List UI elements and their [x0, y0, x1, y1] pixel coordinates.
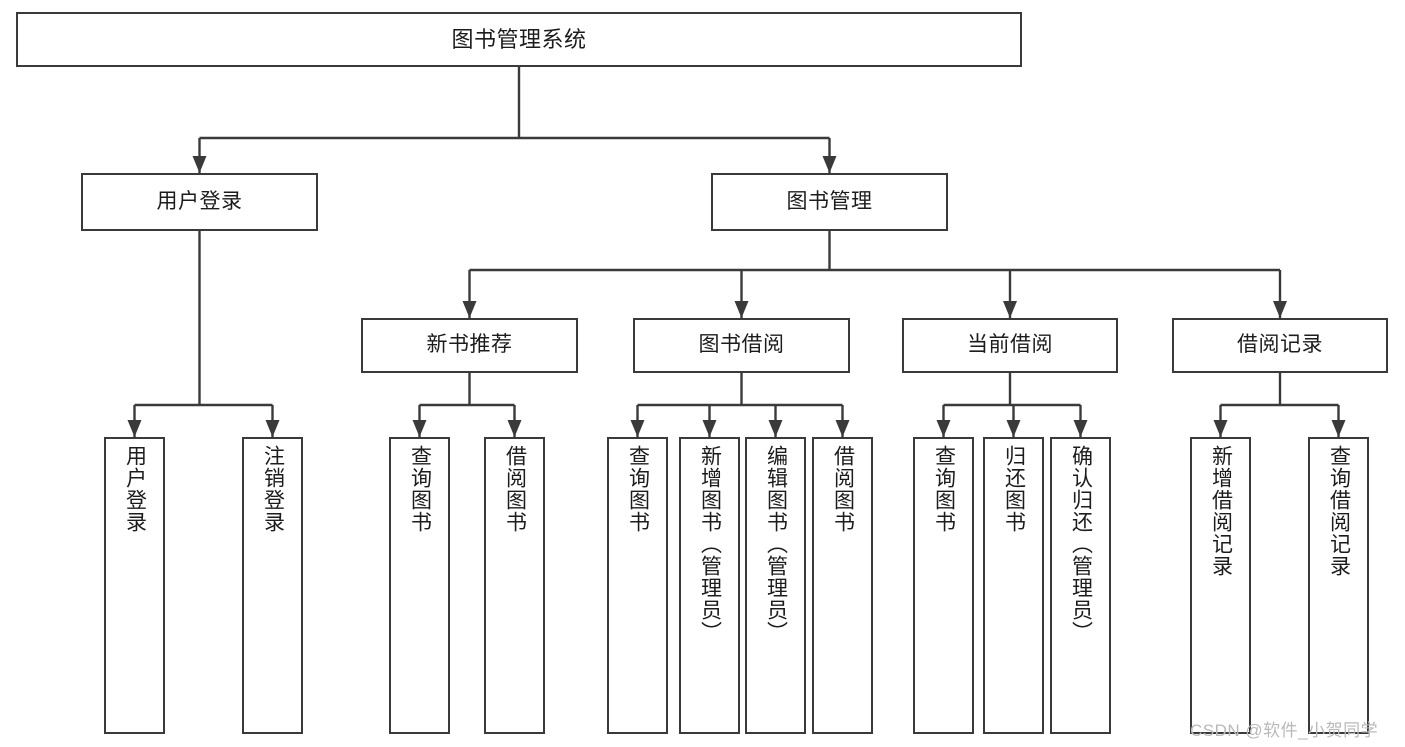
- node-label: 编辑图书（管理员）: [764, 445, 788, 643]
- node-label: 图书管理系统: [451, 26, 587, 52]
- node-leaf-bb-borrow: 借阅图书: [812, 437, 873, 734]
- node-label: 用户登录: [123, 445, 147, 533]
- node-leaf-cb-confirm: 确认归还（管理员）: [1050, 437, 1111, 734]
- node-leaf-rec-borrow: 借阅图书: [484, 437, 545, 734]
- node-borrow-record: 借阅记录: [1172, 318, 1388, 373]
- node-label: 查询图书: [932, 445, 956, 533]
- node-label: 注销登录: [261, 445, 285, 533]
- node-leaf-cb-query: 查询图书: [913, 437, 974, 734]
- node-leaf-cb-return: 归还图书: [983, 437, 1044, 734]
- node-leaf-rec-query: 查询图书: [389, 437, 450, 734]
- watermark: CSDN @软件_小贺同学: [1190, 721, 1379, 740]
- node-leaf-br-add: 新增借阅记录: [1190, 437, 1251, 734]
- node-leaf-bb-query: 查询图书: [607, 437, 668, 734]
- node-label: 借阅记录: [1237, 333, 1323, 357]
- node-leaf-user-login: 用户登录: [104, 437, 165, 734]
- node-label: 用户登录: [156, 189, 243, 213]
- node-label: 图书管理: [786, 189, 873, 213]
- node-leaf-br-query: 查询借阅记录: [1308, 437, 1369, 734]
- node-label: 借阅图书: [831, 445, 855, 533]
- node-label: 查询图书: [626, 445, 650, 533]
- node-book-manage: 图书管理: [711, 173, 948, 231]
- node-leaf-logout: 注销登录: [242, 437, 303, 734]
- node-leaf-bb-add: 新增图书（管理员）: [679, 437, 740, 734]
- node-root: 图书管理系统: [16, 12, 1022, 67]
- node-label: 查询图书: [408, 445, 432, 533]
- node-label: 查询借阅记录: [1327, 445, 1351, 577]
- node-label: 确认归还（管理员）: [1069, 445, 1093, 643]
- node-label: 借阅图书: [503, 445, 527, 533]
- node-label: 新增图书（管理员）: [698, 445, 722, 643]
- node-current-borrow: 当前借阅: [902, 318, 1118, 373]
- node-label: 当前借阅: [967, 333, 1053, 357]
- node-label: 图书借阅: [698, 333, 785, 357]
- node-book-borrow: 图书借阅: [633, 318, 850, 373]
- node-label: 新增借阅记录: [1209, 445, 1233, 577]
- node-label: 归还图书: [1002, 445, 1026, 533]
- node-user-login: 用户登录: [81, 173, 318, 231]
- node-leaf-bb-edit: 编辑图书（管理员）: [745, 437, 806, 734]
- node-label: 新书推荐: [426, 333, 513, 357]
- node-new-book-rec: 新书推荐: [361, 318, 578, 373]
